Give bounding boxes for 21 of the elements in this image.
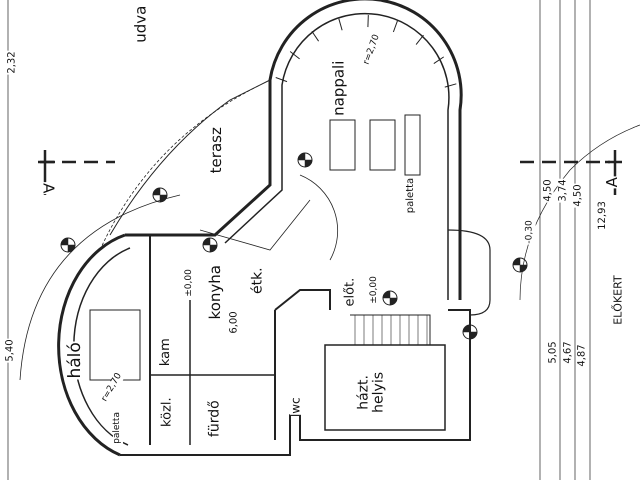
room-label: nappali — [330, 59, 346, 116]
dimension-label: 5,05 — [548, 340, 559, 364]
room-label: wc — [290, 396, 303, 414]
dimension-label: 4,50 — [572, 182, 584, 208]
room-label: ELŐKERT — [612, 274, 624, 326]
dimension-label: 4,87 — [576, 342, 588, 368]
dimension-label: 12,93 — [596, 200, 608, 230]
dimension-label: ±0,00 — [370, 275, 380, 305]
dimension-label: 4,50 — [542, 178, 554, 202]
dimension-label: 2,32 — [6, 50, 18, 74]
dimension-label: 5,40 — [4, 338, 16, 362]
dimension-label: -0,30 — [525, 219, 536, 245]
room-label: paletta — [404, 176, 416, 214]
room-label: konyha — [206, 264, 224, 320]
dimension-label: 3,74 — [558, 178, 569, 202]
dimension-label: ±0,00 — [184, 268, 195, 298]
dimension-label: 4,67 — [562, 340, 574, 364]
room-label: terasz — [208, 126, 224, 174]
dimension-label: paletta — [112, 411, 123, 445]
dimension-label: 6,00 — [228, 310, 240, 334]
room-label: udva — [132, 4, 148, 44]
